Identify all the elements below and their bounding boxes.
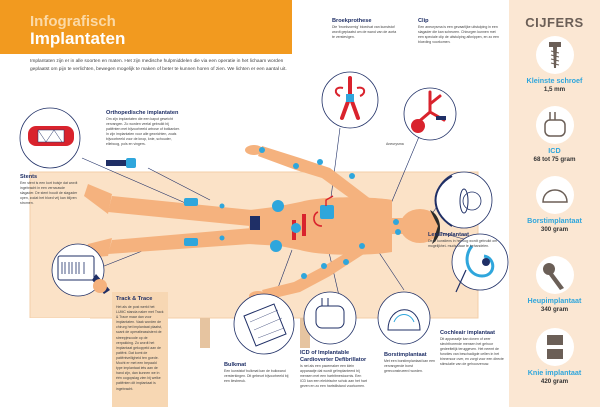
orthopedic-hardware <box>106 158 136 168</box>
scanner-illustration <box>51 243 110 297</box>
lens-title: Lensimplantaat <box>428 232 470 238</box>
track-trace-box: Track & Trace Het als de post werkt het … <box>112 292 168 407</box>
stat-label-knee: Knie implantaat <box>527 368 582 377</box>
hip-implant-icon <box>536 256 574 294</box>
aorta-graft-illustration <box>321 71 379 129</box>
stents-text: Een stent is een kort buisje dat wordt i… <box>20 181 78 206</box>
icd-icon <box>536 106 574 144</box>
breast-implant-illustration <box>377 291 431 345</box>
icd-illustration <box>303 291 357 345</box>
knee-implant-icon <box>536 328 574 366</box>
cochlear-title: Cochleair implantaat <box>440 330 496 336</box>
orthopedic-annotation: Orthopedische implantaten Om zijn implan… <box>106 110 180 148</box>
cochlear-illustration <box>451 233 509 293</box>
stat-value-icd: 68 tot 75 gram <box>533 156 576 163</box>
mesh-text: Een kunststof bulkmat kan de buikwand ve… <box>224 369 289 384</box>
lens-illustration <box>434 171 493 229</box>
stents-title: Stents <box>20 174 38 180</box>
clip-title: Clip <box>418 18 429 24</box>
header-title: Implantaten <box>30 29 126 48</box>
icd-text: Is net als een pacemaker een klein appar… <box>300 364 367 389</box>
human-body <box>84 145 440 301</box>
mesh-annotation: Bulkmat Een kunststof bulkmat kan de bui… <box>224 362 292 384</box>
stat-value-screw: 1,5 mm <box>543 86 566 93</box>
stat-value-knee: 420 gram <box>540 378 569 385</box>
stat-label-hip: Heupimplantaat <box>527 296 582 305</box>
track-trace-title: Track & Trace <box>116 296 153 302</box>
hair <box>430 210 441 244</box>
intro-text: Implantaten zijn er in alle soorten en m… <box>30 59 287 72</box>
stat-label-screw: Kleinste schroef <box>526 76 583 85</box>
cochlear-text: Dit apparaatje kan doven of zeer slechth… <box>440 337 504 367</box>
track-trace-panel-deco <box>20 318 90 328</box>
clip-illustration <box>403 87 457 141</box>
sidebar-heading: CIJFERS <box>525 15 584 30</box>
mesh-illustration <box>233 293 295 355</box>
breast-text: Met een borstimplantaat kan een vervange… <box>384 359 435 374</box>
aorta-annotation: Broekprothese Die 'broekvormig' bloedvat… <box>332 18 398 40</box>
orthopedic-title: Orthopedische implantaten <box>106 110 179 116</box>
breast-annotation: Borstimplantaat Met een borstimplantaat … <box>384 352 438 374</box>
icd-annotation: ICD of Implantable Cardioverter Defibril… <box>300 350 368 389</box>
orthopedic-text: Om zijn implantaten die een kapot gewric… <box>106 117 180 147</box>
breast-title: Borstimplantaat <box>384 352 427 358</box>
cochlear-annotation: Cochleair implantaat Dit apparaatje kan … <box>440 330 506 368</box>
aneurysma-label: Aneurysma <box>386 142 404 146</box>
stat-value-breast: 300 gram <box>540 226 569 233</box>
mesh-title: Bulkmat <box>224 362 247 368</box>
body-implants <box>184 147 401 279</box>
lens-text: Deze kunstlens in het oog wordt gebruikt… <box>428 239 498 249</box>
stent-illustration <box>19 107 81 169</box>
screw-icon <box>536 36 574 74</box>
header-kicker: Infografisch <box>30 13 116 30</box>
aorta-text: Die 'broekvormig' bloedvat van kunststof… <box>332 25 397 40</box>
stents-annotation: Stents Een stent is een kort buisje dat … <box>20 174 80 206</box>
stats-sidebar: CIJFERS Kleinste schroef 1,5 mm ICD 68 t… <box>509 0 600 407</box>
stat-label-breast: Borstimplantaat <box>527 216 582 225</box>
clip-text: Een aneurysma is een gevaarlijke uitstul… <box>418 25 499 45</box>
icd-title: ICD of Implantable Cardioverter Defibril… <box>300 350 367 363</box>
stat-value-hip: 340 gram <box>540 306 569 313</box>
clip-annotation: Clip Een aneurysma is een gevaarlijke ui… <box>418 18 502 45</box>
header-banner: Infografisch Implantaten <box>0 0 292 54</box>
aorta-title: Broekprothese <box>332 18 372 24</box>
lens-annotation: Lensimplantaat Deze kunstlens in het oog… <box>428 232 500 249</box>
stat-label-icd: ICD <box>548 146 561 155</box>
track-trace-text: Het als de post werkt het LUMC standa na… <box>116 305 164 391</box>
breast-implant-icon <box>536 176 574 214</box>
